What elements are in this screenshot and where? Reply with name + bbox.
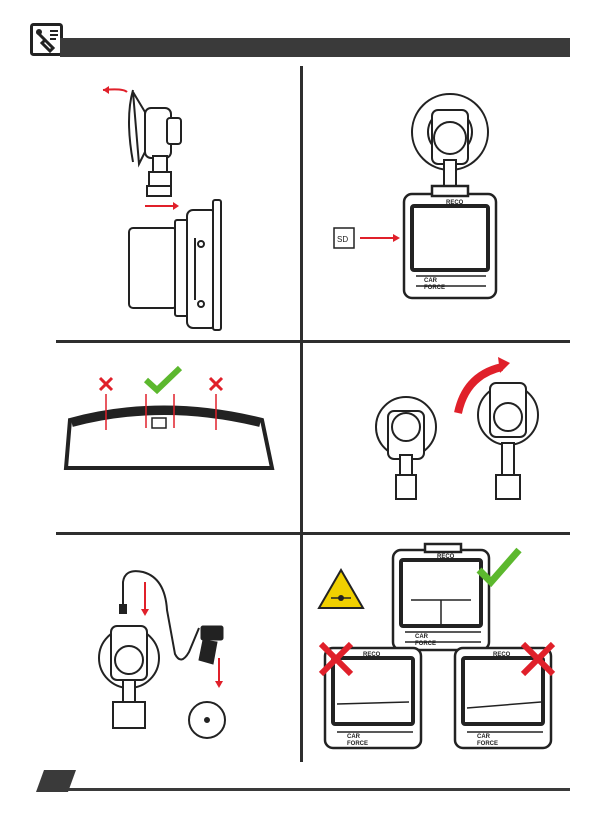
cross-icon xyxy=(100,378,112,390)
device-logo-line2: FORCE xyxy=(415,641,436,647)
row-divider-1 xyxy=(56,340,570,343)
warning-triangle-icon xyxy=(319,570,363,608)
device-logo-line1: CAR xyxy=(415,634,429,640)
panel-suction-lock xyxy=(370,355,560,515)
adhesive-disc-icon xyxy=(189,702,225,738)
suction-mount-icon xyxy=(99,626,159,728)
suction-mount-icon xyxy=(376,397,436,499)
dashcam-side-icon xyxy=(129,200,221,330)
panel-sd-card-insert: RECO CAR FORCE SD xyxy=(320,90,570,310)
panel-windshield-position xyxy=(62,360,292,480)
device-logo-line1: CAR xyxy=(477,734,491,740)
check-icon xyxy=(146,368,180,390)
dashcam-front-icon: RECO CAR FORCE xyxy=(404,186,496,298)
panel-angle-adjust: RECO CAR FORCE RECO CAR FORCE RECO CAR F… xyxy=(315,542,575,752)
suction-mount-icon xyxy=(412,94,488,194)
dashcam-front-icon: RECO CAR FORCE xyxy=(393,544,489,650)
suction-mount-icon xyxy=(129,90,181,196)
device-brand-text: RECO xyxy=(363,652,381,658)
suction-mount-icon xyxy=(478,383,538,499)
device-logo-line2: FORCE xyxy=(477,741,498,747)
header-bar xyxy=(60,38,570,57)
sd-card-label: SD xyxy=(337,235,348,244)
device-logo-line2: FORCE xyxy=(424,285,445,291)
row-divider-2 xyxy=(56,532,570,535)
device-brand-text: RECO xyxy=(437,554,455,560)
tools-manual-icon xyxy=(30,23,63,56)
device-brand-text: RECO xyxy=(493,652,511,658)
panel-mount-attach xyxy=(95,78,295,338)
panel-power-connect xyxy=(95,560,295,750)
microsd-card-icon: SD xyxy=(334,228,354,248)
device-logo-line1: CAR xyxy=(424,278,438,284)
vertical-divider xyxy=(300,66,303,762)
device-brand-text: RECO xyxy=(446,200,464,206)
device-logo-line1: CAR xyxy=(347,734,361,740)
footer-line xyxy=(66,788,570,791)
device-logo-line2: FORCE xyxy=(347,741,368,747)
cross-icon xyxy=(210,378,222,390)
